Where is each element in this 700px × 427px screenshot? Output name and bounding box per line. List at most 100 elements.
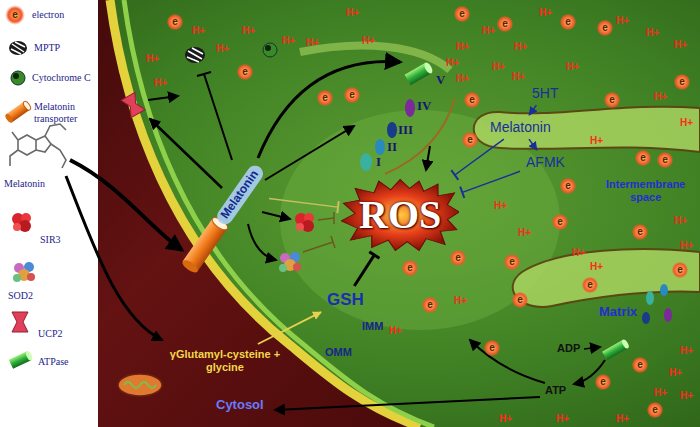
- legend-item: SIR3: [40, 234, 61, 246]
- node-text: γGlutamyl-cysteine + glycine: [162, 348, 288, 373]
- ros-flame: ROS: [341, 178, 459, 252]
- electron: e: [512, 292, 528, 308]
- legend-text: Cytochrome C: [32, 72, 91, 84]
- electron: e: [582, 277, 598, 293]
- legend-item: Melatonin transporter: [34, 101, 77, 124]
- proton: H+: [674, 39, 687, 50]
- legend-item: SOD2: [8, 290, 33, 302]
- proton: H+: [674, 215, 687, 226]
- proton: H+: [346, 7, 359, 18]
- membrane-label: OMM: [325, 346, 352, 359]
- proton: H+: [446, 57, 459, 68]
- molecule-label: ATP: [545, 384, 566, 397]
- legend-item: electron: [32, 9, 64, 21]
- electron: e: [595, 374, 611, 390]
- inhibition-bar: [451, 170, 458, 180]
- connector-line: [455, 139, 504, 175]
- proton: H+: [556, 413, 569, 424]
- proton: H+: [154, 77, 167, 88]
- inhibition-bar: [337, 201, 338, 213]
- proton: H+: [216, 43, 229, 54]
- complex-number: III: [398, 123, 413, 138]
- electron: e: [504, 254, 520, 270]
- legend-text: electron: [32, 9, 64, 21]
- electron: e: [597, 20, 613, 36]
- complex-number: V: [436, 73, 445, 88]
- proton: H+: [616, 15, 629, 26]
- metabolite-label: AFMK: [523, 153, 568, 171]
- electron: e: [422, 297, 438, 313]
- molecule-label: ADP: [557, 342, 580, 355]
- connector-line: [462, 171, 520, 192]
- proton: H+: [306, 37, 319, 48]
- proton: H+: [566, 61, 579, 72]
- proton: H+: [518, 227, 531, 238]
- proton: H+: [456, 73, 469, 84]
- proton: H+: [389, 325, 402, 336]
- proton: H+: [590, 135, 603, 146]
- electron: e: [672, 262, 688, 278]
- legend-item: Melatonin: [4, 178, 45, 190]
- proton: H+: [482, 25, 495, 36]
- region-label: Cytosol: [216, 398, 264, 413]
- connector: [460, 171, 520, 198]
- proton: H+: [494, 200, 507, 211]
- proton: H+: [514, 41, 527, 52]
- inhibition-bar: [460, 187, 464, 198]
- electron: e: [657, 152, 673, 168]
- electron: e: [454, 6, 470, 22]
- legend-text: MPTP: [34, 42, 60, 54]
- antioxidant-label: GSH: [324, 289, 367, 311]
- proton: H+: [456, 41, 469, 52]
- proton: H+: [454, 295, 467, 306]
- legend-item: UCP2: [38, 328, 62, 340]
- electron: e: [237, 64, 253, 80]
- proton: H+: [282, 35, 295, 46]
- proton: H+: [680, 240, 693, 251]
- electron: e: [604, 92, 620, 108]
- electron: e: [167, 14, 183, 30]
- node-text: Melatonin: [490, 119, 551, 135]
- proton: H+: [146, 53, 159, 64]
- legend-text: ATPase: [38, 356, 69, 368]
- electron: e: [560, 14, 576, 30]
- proton: H+: [654, 91, 667, 102]
- proton: H+: [512, 71, 525, 82]
- electron: e: [462, 132, 478, 148]
- proton: H+: [680, 345, 693, 356]
- proton: H+: [362, 35, 375, 46]
- metabolite-label: 5HT: [529, 84, 561, 102]
- connector: [258, 312, 321, 344]
- proton: H+: [590, 261, 603, 272]
- inhibition-bar: [369, 252, 379, 259]
- complex-number: I: [376, 155, 381, 170]
- legend-text: Melatonin transporter: [34, 101, 77, 124]
- precursor-label: γGlutamyl-cysteine + glycine: [160, 347, 290, 374]
- connector-line: [529, 139, 537, 150]
- connector-line: [354, 255, 374, 286]
- node-text: GSH: [327, 290, 364, 310]
- proton: H+: [646, 27, 659, 38]
- electron: e: [317, 90, 333, 106]
- connector-line: [258, 312, 321, 344]
- electron: e: [7, 7, 23, 23]
- proton: H+: [539, 7, 552, 18]
- proton: H+: [616, 413, 629, 424]
- electron: e: [497, 16, 513, 32]
- region-label: Intermembrane space: [606, 178, 685, 203]
- complex-number: II: [387, 140, 397, 155]
- electron: e: [450, 250, 466, 266]
- connector: [529, 139, 537, 150]
- proton: H+: [572, 247, 585, 258]
- node-text: 5HT: [532, 85, 558, 101]
- electron: e: [560, 178, 576, 194]
- proton: H+: [492, 61, 505, 72]
- legend-text: SIR3: [40, 234, 61, 246]
- membrane-label: IMM: [362, 320, 383, 333]
- electron: e: [464, 92, 480, 108]
- electron: e: [647, 402, 663, 418]
- connector-line: [269, 199, 338, 208]
